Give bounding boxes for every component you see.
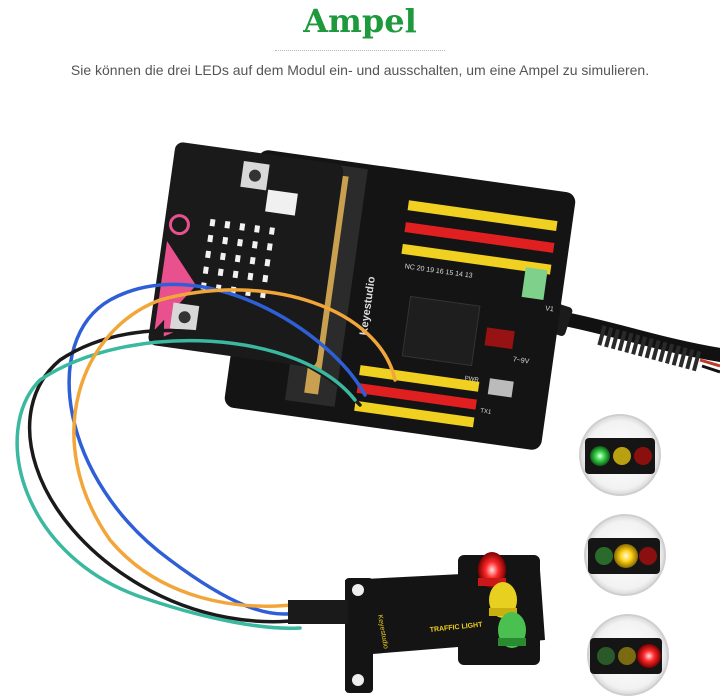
product-photo: NC 20 19 16 15 14 13 Keyestudio 7~9V V1 … (15, 142, 720, 696)
inset-state-green (579, 414, 661, 496)
header-pins-bottom (354, 365, 480, 428)
module-connector (288, 600, 348, 624)
inset-state-yellow (584, 514, 666, 596)
title-divider (275, 50, 445, 51)
header-pins-top (401, 200, 558, 275)
module-led-green (498, 612, 526, 648)
micro-bit-board (148, 142, 344, 367)
inset-state-red (587, 614, 669, 696)
module-led-red (478, 552, 506, 588)
led-matrix (200, 218, 275, 299)
qr-label (265, 189, 298, 216)
jumper-wires (15, 282, 397, 630)
power-switch (521, 267, 548, 300)
page-title: Ampel (303, 2, 417, 40)
page-subtitle: Sie können die drei LEDs auf dem Modul e… (70, 62, 650, 78)
pwr-label: PWR (464, 376, 479, 384)
traffic-light-module: TRAFFIC LIGHT Keyestudio (288, 552, 545, 693)
voltage-label: 7~9V (512, 356, 530, 365)
v1-label: V1 (545, 305, 555, 313)
tx1-label: TX1 (480, 408, 492, 416)
module-led-yellow (489, 582, 517, 618)
usb-port (487, 378, 514, 398)
power-jack (484, 327, 515, 350)
